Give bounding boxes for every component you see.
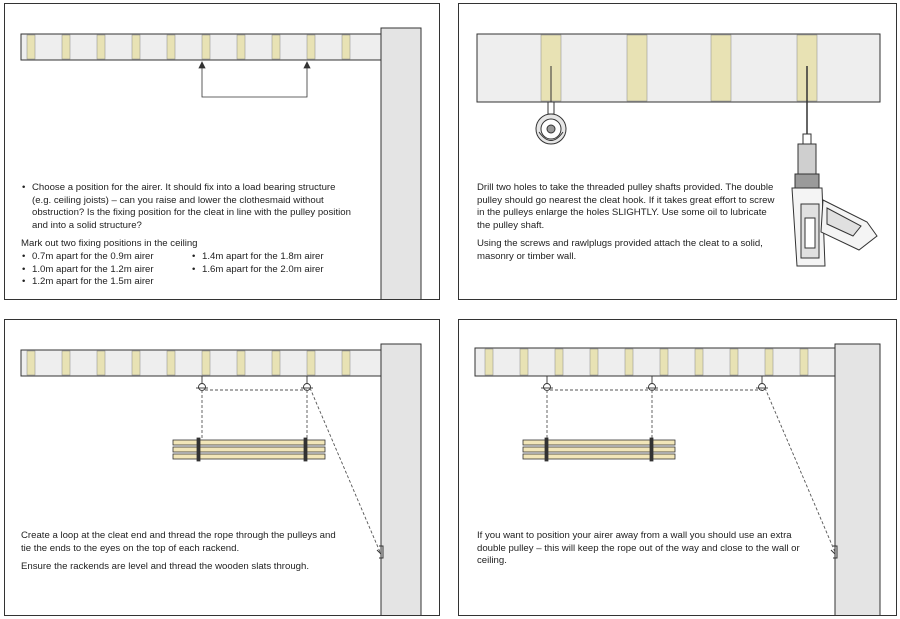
step-3-paragraph: Create a loop at the cleat end and threa…: [21, 530, 336, 554]
step-2-paragraph: Using the screws and rawlplugs provided …: [477, 238, 763, 262]
list-item: 1.6m apart for the 2.0m airer: [191, 264, 341, 277]
panel-step-4: If you want to position your airer away …: [458, 319, 897, 616]
step-1-bullet: Choose a position for the airer. It shou…: [21, 182, 351, 232]
joist: [96, 34, 106, 60]
panel-step-2: Drill two holes to take the threaded pul…: [458, 3, 897, 300]
joist: [519, 348, 529, 376]
joist: [26, 350, 36, 376]
joist: [131, 34, 141, 60]
ceiling: [474, 347, 836, 377]
joist: [166, 350, 176, 376]
joist: [61, 350, 71, 376]
joist: [271, 34, 281, 60]
joist: [96, 350, 106, 376]
illustration-extra-double-pulley: [474, 343, 881, 615]
pulley-icon: [535, 66, 567, 145]
joist: [799, 348, 809, 376]
distance-list: 0.7m apart for the 0.9m airer 1.0m apart…: [21, 251, 351, 289]
step-3-paragraph: Ensure the rackends are level and thread…: [21, 561, 309, 573]
pulley-icon: [541, 376, 768, 391]
joist: [236, 350, 246, 376]
cleat-icon: [376, 545, 384, 559]
illustration-threading-rope: [20, 343, 422, 615]
ceiling-section: [476, 33, 881, 103]
ceiling: [20, 33, 382, 61]
drill-icon: [791, 66, 878, 267]
wall: [834, 343, 881, 615]
joist: [484, 348, 494, 376]
joist: [341, 34, 351, 60]
step-1-text: Choose a position for the airer. It shou…: [21, 182, 351, 289]
joist: [554, 348, 564, 376]
joist: [201, 34, 211, 60]
joist: [306, 350, 316, 376]
airer-slats: [522, 437, 676, 462]
list-item: 1.2m apart for the 1.5m airer: [21, 276, 171, 289]
list-item: 1.0m apart for the 1.2m airer: [21, 264, 171, 277]
wall: [380, 27, 422, 299]
rope: [201, 387, 381, 553]
step-4-paragraph: If you want to position your airer away …: [477, 530, 800, 567]
pulley-icon: [196, 376, 313, 391]
joist: [729, 348, 739, 376]
panel-step-1: Choose a position for the airer. It shou…: [4, 3, 440, 300]
rope: [546, 387, 836, 553]
joist: [764, 348, 774, 376]
illustration-drilling-pulleys: [476, 33, 881, 267]
panel-step-3: Create a loop at the cleat end and threa…: [4, 319, 440, 616]
distance-list-left: 0.7m apart for the 0.9m airer 1.0m apart…: [21, 251, 171, 289]
joist: [589, 348, 599, 376]
mark-out-heading: Mark out two fixing positions in the cei…: [21, 238, 198, 250]
cleat-icon: [830, 545, 838, 559]
joist: [131, 350, 141, 376]
ceiling: [20, 349, 382, 377]
joist: [626, 34, 648, 102]
list-item: 1.4m apart for the 1.8m airer: [191, 251, 341, 264]
joist: [694, 348, 704, 376]
wall: [380, 343, 422, 615]
step-4-text: If you want to position your airer away …: [477, 530, 802, 574]
list-item: 0.7m apart for the 0.9m airer: [21, 251, 171, 264]
joist: [624, 348, 634, 376]
joist: [236, 34, 246, 60]
illustration-ceiling-fixing-points: [20, 27, 422, 299]
joist: [659, 348, 669, 376]
step-2-paragraph: Drill two holes to take the threaded pul…: [477, 182, 775, 231]
joist: [201, 350, 211, 376]
joist: [710, 34, 732, 102]
joist: [271, 350, 281, 376]
step-2-text: Drill two holes to take the threaded pul…: [477, 182, 777, 270]
joist: [61, 34, 71, 60]
joist: [26, 34, 36, 60]
joist: [341, 350, 351, 376]
fixing-position-arrows: [198, 61, 311, 98]
airer-slats: [172, 437, 326, 462]
distance-list-right: 1.4m apart for the 1.8m airer 1.6m apart…: [191, 251, 341, 289]
joist: [306, 34, 316, 60]
joist: [166, 34, 176, 60]
step-3-text: Create a loop at the cleat end and threa…: [21, 530, 341, 580]
